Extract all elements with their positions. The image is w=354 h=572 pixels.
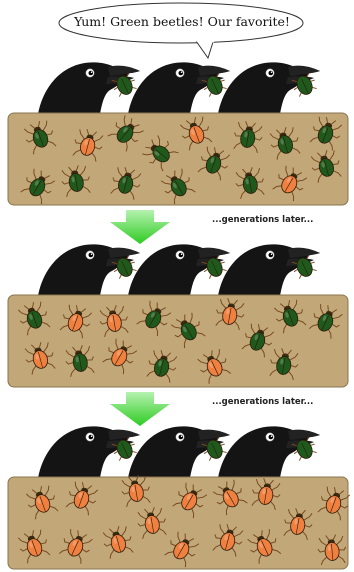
down-arrow-1 <box>110 210 170 244</box>
arrows-layer <box>110 210 170 426</box>
panel-3-beetle-orange <box>317 486 351 521</box>
generations-label-2: ...generations later... <box>212 397 314 407</box>
panel-2-beetle-green <box>269 348 299 381</box>
panel-1-beetle-orange <box>179 116 213 151</box>
panel-2-beetle-green <box>136 300 172 337</box>
panel-1-beetle-green <box>235 167 265 200</box>
panel-2-beetle-orange <box>24 342 56 375</box>
panel-1-beetle-green <box>310 150 342 183</box>
crow-4 <box>38 244 140 296</box>
down-arrow-2 <box>110 392 170 426</box>
crow-9-beetle <box>291 436 317 461</box>
panel-2-beetle-orange <box>197 349 232 384</box>
panel-3-beetle-orange <box>172 482 208 519</box>
panel-1-beetle-green <box>110 167 142 200</box>
panel-3-beetle-orange <box>102 526 134 559</box>
panel-3-beetle-orange <box>17 529 51 564</box>
panel-2-beetle-green <box>17 301 51 336</box>
panel-1-beetle-green <box>142 135 179 172</box>
panel-2-beetle-green <box>308 304 343 339</box>
panel-1 <box>7 112 349 206</box>
panel-2-beetle-orange <box>102 338 138 375</box>
crow-6 <box>218 244 320 296</box>
panel-1-beetle-green <box>23 120 57 155</box>
panel-1-beetle-green <box>197 146 231 181</box>
panel-2-beetle-green <box>241 323 275 358</box>
panel-1-beetle-green <box>309 116 343 151</box>
panel-3-beetle-orange <box>283 508 313 541</box>
panel-1-beetle-orange <box>72 129 104 162</box>
panel-1-beetle-green <box>160 168 196 205</box>
generations-label-1: ...generations later... <box>212 215 314 225</box>
panel-3-beetle-orange <box>137 507 167 540</box>
panel-1-beetle-green <box>61 165 91 198</box>
panel-3-beetle-orange <box>58 529 93 564</box>
crow-7 <box>38 426 140 478</box>
panel-1-beetle-green <box>107 115 144 152</box>
panel-1-beetle-green <box>20 168 56 205</box>
panel-2-beetle-orange <box>99 305 129 338</box>
panel-2-beetle-green <box>170 312 206 349</box>
crow-3 <box>218 62 320 114</box>
crow-1-beetle <box>111 72 137 97</box>
speech-bubble-text: Yum! Green beetles! Our favorite! <box>74 14 290 29</box>
crow-6-beetle <box>291 254 317 279</box>
panel-2-beetle-green <box>273 299 307 334</box>
panel-2 <box>7 294 349 388</box>
panel-3-beetle-orange <box>25 485 59 520</box>
panel-3-beetle-orange <box>65 481 99 516</box>
panel-2-beetle-green <box>65 345 95 378</box>
panel-3-beetle-orange <box>164 531 200 568</box>
crow-5 <box>128 244 230 296</box>
panel-2-beetle-green <box>146 350 178 383</box>
panel-3-beetle-orange <box>212 479 248 516</box>
crow-2-beetle <box>201 72 227 97</box>
panel-3-beetle-orange <box>212 524 244 557</box>
panels-layer <box>7 112 351 570</box>
crow-8 <box>128 426 230 478</box>
panel-3-beetle-orange <box>247 529 282 564</box>
crow-9 <box>218 426 320 478</box>
panel-1-beetle-orange <box>272 165 308 202</box>
crow-2 <box>128 62 230 114</box>
panel-2-beetle-orange <box>59 304 93 339</box>
panel-2-beetle-orange <box>215 298 245 331</box>
panel-3 <box>7 475 351 570</box>
crow-1 <box>38 62 140 114</box>
crow-3-beetle <box>291 72 317 97</box>
panel-1-beetle-green <box>233 121 263 154</box>
crows-layer <box>38 62 320 478</box>
panel-1-beetle-green <box>269 127 301 160</box>
panel-3-beetle-orange <box>251 478 281 511</box>
panel-3-beetle-orange <box>121 475 151 508</box>
speech-bubble <box>58 2 304 60</box>
panel-2-soil <box>7 294 349 388</box>
panel-3-beetle-orange <box>317 534 347 566</box>
crow-4-beetle <box>111 254 137 279</box>
